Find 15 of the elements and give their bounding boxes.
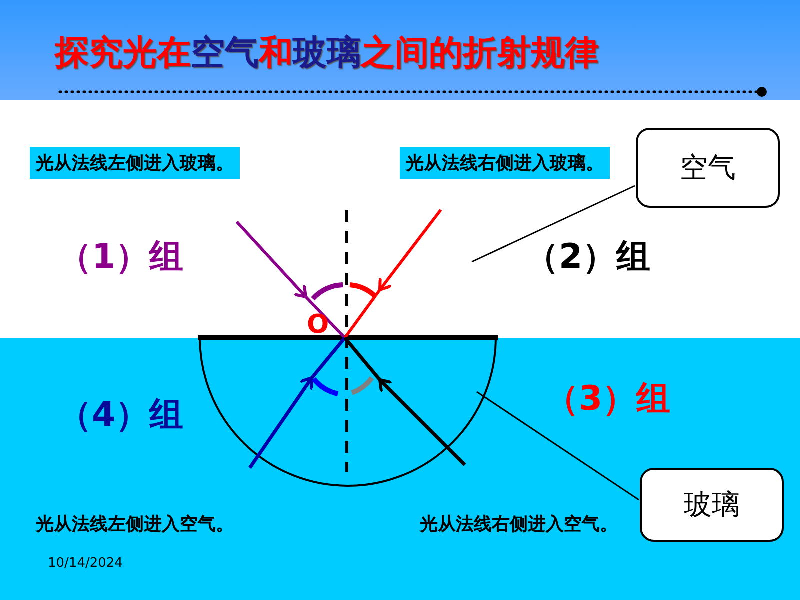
note-text: 光从法线左侧进入空气。 — [36, 513, 234, 536]
callout-bubble: 玻璃 — [640, 468, 784, 542]
text-box: 光从法线右侧进入玻璃。 — [400, 147, 610, 179]
note-text: 光从法线右侧进入空气。 — [420, 513, 618, 536]
leader-line — [476, 391, 640, 501]
group-label: （1）组 — [58, 236, 184, 279]
group-label: （2）组 — [525, 236, 651, 279]
callout-bubble: 空气 — [636, 128, 780, 208]
text-box: 光从法线左侧进入玻璃。 — [30, 147, 240, 179]
date-text: 10/14/2024 — [48, 556, 123, 571]
group-label: （3）组 — [545, 378, 671, 421]
leader-line — [472, 185, 636, 263]
title: 探究光在空气和玻璃之间的折射规律 — [55, 32, 599, 75]
group-label: （4）组 — [58, 394, 184, 437]
point-label: O — [307, 312, 330, 338]
